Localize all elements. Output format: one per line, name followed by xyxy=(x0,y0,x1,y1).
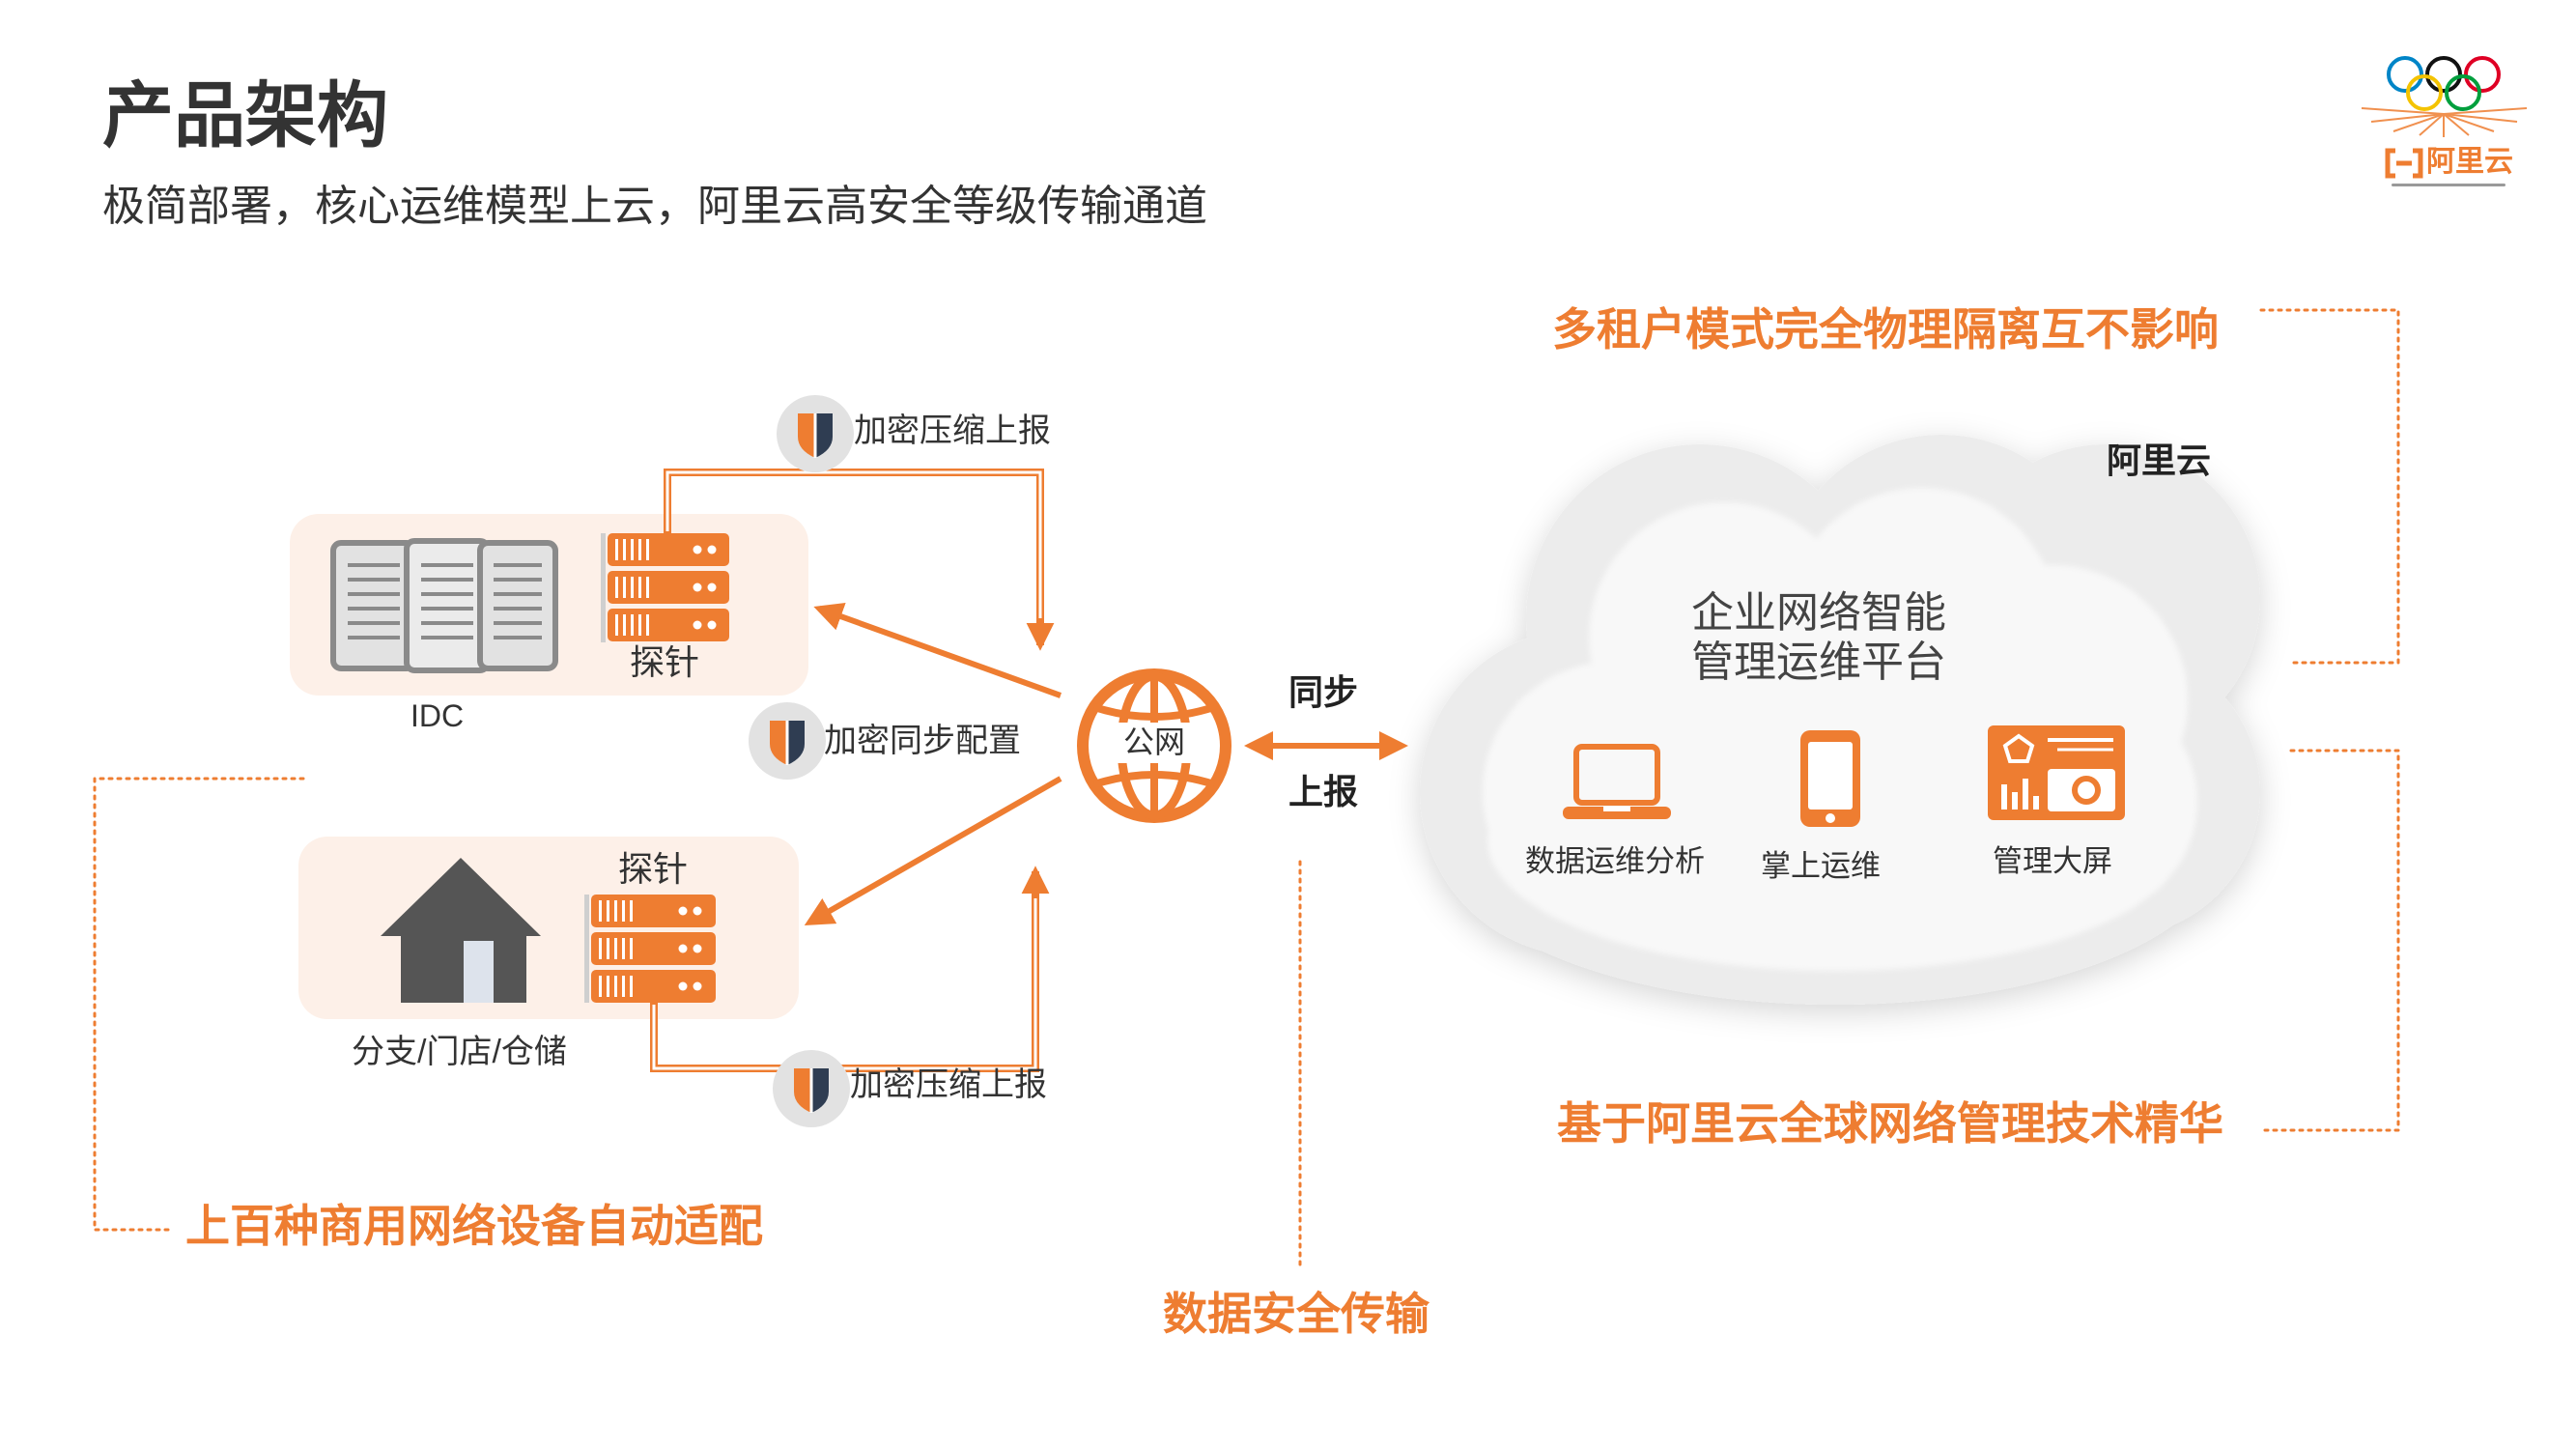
idc-probe-rack-icon xyxy=(601,533,729,642)
feature-label-data-analysis: 数据运维分析 xyxy=(1525,844,1705,878)
cloud-provider-label: 阿里云 xyxy=(2107,440,2212,480)
cloud-shape xyxy=(1420,435,2260,1005)
arrow-to-branch xyxy=(804,776,1062,925)
highlight-devices: 上百种商用网络设备自动适配 xyxy=(185,1201,763,1251)
logo-rays xyxy=(2361,107,2528,137)
dashboard-screen-icon xyxy=(1988,725,2125,820)
idc-label: IDC xyxy=(410,698,465,733)
idc-probe-label: 探针 xyxy=(630,642,700,682)
phone-icon xyxy=(1800,730,1860,827)
arrow-to-idc xyxy=(813,603,1062,698)
channel-idc-upload-label: 加密压缩上报 xyxy=(854,412,1051,449)
branch-probe-label: 探针 xyxy=(618,849,689,889)
house-icon xyxy=(381,858,541,1003)
globe-icon xyxy=(1077,668,1231,823)
link-report-label: 上报 xyxy=(1288,772,1359,811)
server-towers-icon xyxy=(330,538,558,673)
branch-probe-rack-icon xyxy=(584,895,716,1003)
shield-icon xyxy=(777,395,854,472)
branch-label: 分支/门店/仓储 xyxy=(352,1034,567,1070)
olympic-rings-icon xyxy=(2387,56,2501,111)
branch-site-box xyxy=(298,837,799,1019)
highlight-isolation: 多租户模式完全物理隔离互不影响 xyxy=(1552,304,2219,355)
feature-label-dashboard: 管理大屏 xyxy=(1993,844,2112,878)
channel-sync-config-label: 加密同步配置 xyxy=(824,723,1021,759)
platform-title-line2: 管理运维平台 xyxy=(1691,639,1946,686)
alibaba-cloud-logo-mark xyxy=(2385,148,2423,179)
internet-label: 公网 xyxy=(1122,724,1185,759)
feature-label-mobile-ops: 掌上运维 xyxy=(1761,849,1881,883)
dotted-connector-isolation xyxy=(2259,308,2400,665)
shield-icon xyxy=(773,1050,850,1127)
link-sync-label: 同步 xyxy=(1288,672,1359,712)
dotted-connector-devices xyxy=(93,777,305,1232)
channel-branch-upload-label: 加密压缩上报 xyxy=(850,1066,1047,1103)
page-subtitle: 极简部署，核心运维模型上云，阿里云高安全等级传输通道 xyxy=(102,183,1207,230)
highlight-tech: 基于阿里云全球网络管理技术精华 xyxy=(1557,1098,2223,1149)
laptop-icon xyxy=(1563,744,1671,819)
highlight-transport: 数据安全传输 xyxy=(1163,1289,1430,1339)
platform-title-line1: 企业网络智能 xyxy=(1691,589,1946,637)
branch-upload-bracket xyxy=(650,866,1050,1072)
page-title: 产品架构 xyxy=(102,75,388,156)
logo-tagline xyxy=(2392,184,2505,186)
dotted-connector-tech xyxy=(2259,749,2400,1132)
idc-upload-bracket xyxy=(664,469,1055,651)
logo-brand: 阿里云 xyxy=(2426,146,2513,178)
shield-icon xyxy=(749,702,826,780)
